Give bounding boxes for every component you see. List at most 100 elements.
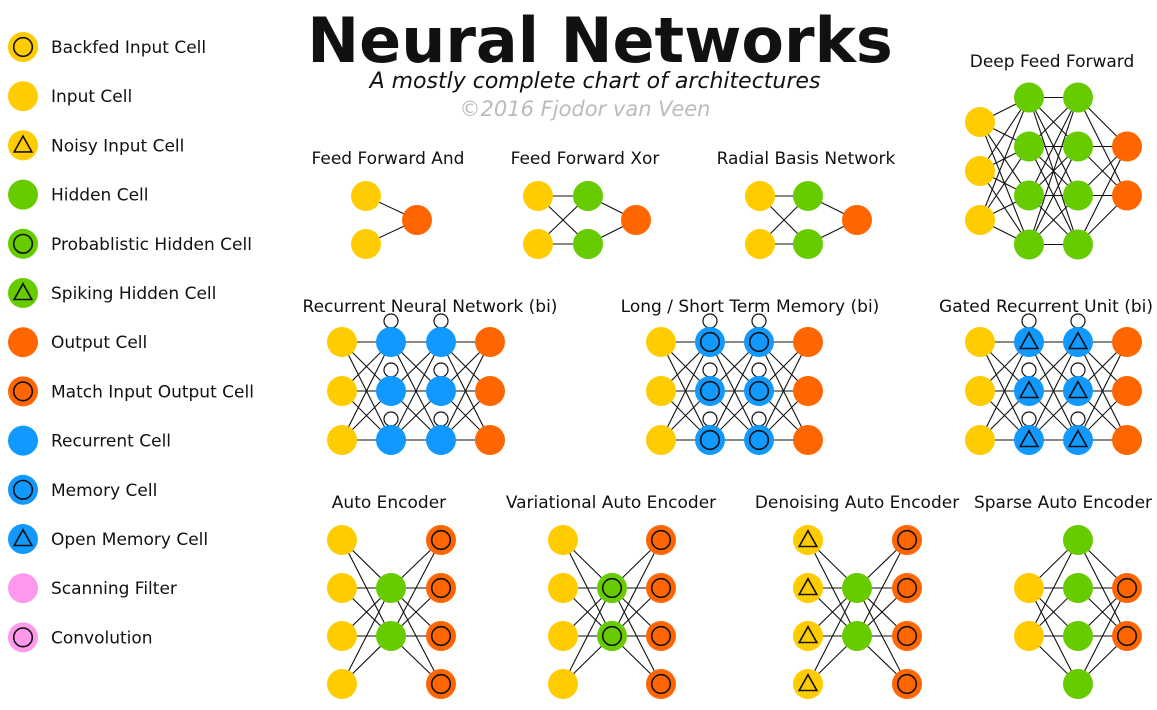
network-diagram: Radial Basis Network [717,149,896,259]
edge [979,97,1030,221]
legend-label: Hidden Cell [51,186,149,206]
cell-input [965,327,995,357]
legend-label: Backfed Input Cell [51,38,206,58]
cell-input [1014,621,1044,651]
legend-swatch [8,327,38,358]
inner-circle-mark [748,331,770,353]
legend-label: Spiking Hidden Cell [51,284,216,304]
edge [390,341,442,441]
inner-triangle-mark [797,577,819,596]
edge [1028,146,1079,245]
cell-hidden [1063,525,1093,555]
cell-output [1112,376,1142,406]
edge [856,539,908,637]
network-title: Sparse Auto Encoder [974,493,1152,513]
legend-swatch [8,573,38,604]
inner-triangle-mark [1018,331,1040,350]
cell-input [327,621,357,651]
legend-item: Input Cell [8,81,132,112]
page-title: Neural Networks [307,4,893,77]
cell-probabilistic-hidden [597,573,627,603]
cell-input [327,669,357,699]
cell-hidden [573,229,603,259]
cell-match-output [646,669,676,699]
inner-circle-mark [699,331,721,353]
cell-memory [744,425,774,455]
cell-hidden [1063,621,1093,651]
cell-noisy-input [793,525,823,555]
edges [1028,539,1128,685]
inner-circle-mark [896,673,918,695]
cell-hidden [376,621,406,651]
cell-input [327,425,357,455]
inner-circle-mark [650,625,672,647]
edge [1028,539,1079,637]
legend-swatch [8,278,38,308]
network-title: Long / Short Term Memory (bi) [621,297,880,317]
legend-swatch [8,179,38,210]
cell-memory [744,376,774,406]
edge [979,341,1030,441]
self-loop [1070,411,1086,427]
inner-triangle-mark [797,673,819,692]
cell-hidden [1014,82,1044,113]
network-title: Radial Basis Network [717,149,896,169]
legend-swatch [8,376,38,407]
legend-label: Open Memory Cell [51,530,208,550]
cell-match-output [892,573,922,603]
inner-triangle-mark [1067,380,1089,399]
self-loop [1021,411,1037,427]
cell-hidden [842,573,872,603]
legend-item: Backfed Input Cell [8,32,206,62]
self-loop [702,362,718,378]
network-diagram: Sparse Auto Encoder [974,493,1152,699]
cell-input [965,107,995,137]
cell-recurrent [426,425,456,455]
cell-output [793,327,823,357]
cell-input [327,376,357,406]
legend-item: Noisy Input Cell [8,130,184,161]
legend-swatch [8,474,38,505]
inner-triangle-mark [1067,429,1089,448]
edge [1028,97,1079,196]
cell-output [621,205,651,235]
inner-circle-mark [12,381,34,402]
edge [1077,587,1128,685]
edge [709,341,760,441]
legend-swatch [8,425,38,456]
legend-swatch [8,622,38,653]
network-diagram: Recurrent Neural Network (bi) [303,297,557,455]
cell-memory [744,327,774,357]
edges [979,96,1128,246]
edges [562,539,662,685]
cell-recurrent [376,327,406,357]
cell-input [327,525,357,555]
edges [341,313,491,441]
network-diagram: Auto Encoder [327,493,456,699]
cell-input [327,327,357,357]
cell-hidden [1063,573,1093,603]
cell-match-output [1112,621,1142,651]
inner-circle-mark [650,577,672,599]
inner-circle-mark [896,577,918,599]
cell-output [1112,327,1142,357]
cell-match-output [892,621,922,651]
cell-match-output [892,669,922,699]
legend-label: Match Input Output Cell [51,382,254,402]
edge [807,587,858,685]
cell-hidden [376,573,406,603]
cell-match-output [646,621,676,651]
edge [611,539,662,637]
cell-match-output [426,669,456,699]
cell-input [965,156,995,186]
legend-swatch [8,524,38,554]
cell-output [793,376,823,406]
legend-swatch [8,130,38,161]
cell-input [965,205,995,235]
page-subtitle: A mostly complete chart of architectures [368,69,821,94]
cell-input [351,229,381,259]
cell-open-memory [1063,425,1093,455]
inner-circle-mark [650,529,672,551]
edge [1077,146,1128,245]
